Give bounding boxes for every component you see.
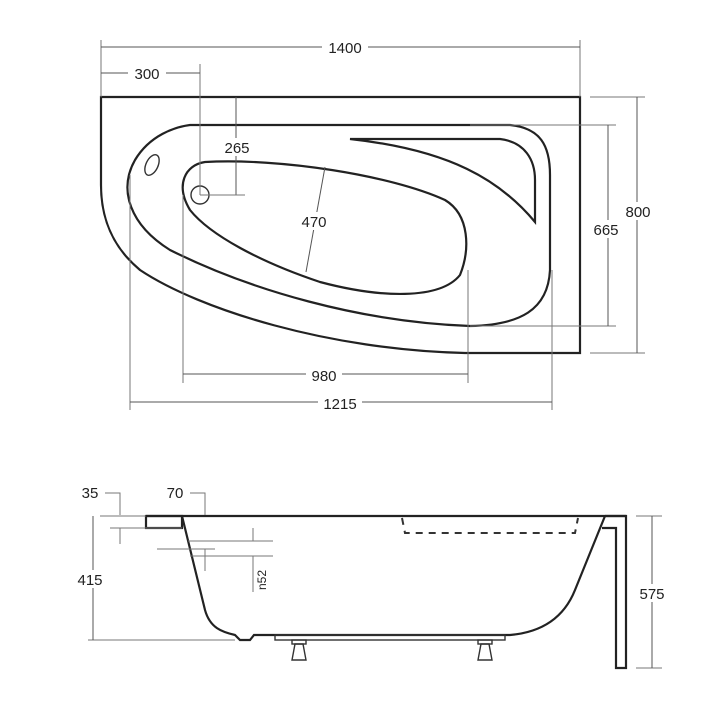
side-headrest-hidden [401, 517, 579, 534]
dim-overflow-hole: n52 [255, 570, 269, 590]
dim-rim-overhang: 70 [167, 485, 184, 502]
top-view: 1400 300 265 470 800 665 980 [99, 38, 656, 413]
side-tub-body [180, 515, 607, 642]
top-view-outer-outline [99, 95, 582, 355]
side-view: 35 70 n52 415 575 [72, 485, 672, 670]
dim-depth: 415 [77, 572, 102, 589]
top-view-backrest [349, 137, 537, 226]
dim-inner-width: 470 [301, 214, 326, 231]
dim-inner-length-rim: 1215 [323, 396, 356, 413]
dim-overall-width: 800 [625, 204, 650, 221]
side-rim-block [144, 514, 184, 530]
dim-rim-width: 665 [593, 222, 618, 239]
dim-overflow-offset: 300 [134, 66, 159, 83]
top-view-rim-outline [126, 123, 552, 328]
side-apron-panel [602, 514, 628, 670]
side-base-frame [274, 634, 506, 641]
foot-right-icon [477, 639, 493, 661]
dim-overall-length: 1400 [328, 40, 361, 57]
foot-left-icon [291, 639, 307, 661]
dim-drain-offset: 265 [224, 140, 249, 157]
overflow-icon [144, 154, 160, 176]
top-view-basin [181, 160, 468, 296]
dim-total-height: 575 [639, 586, 664, 603]
dim-rim-thickness: 35 [82, 485, 99, 502]
dim-inner-length-basin: 980 [311, 368, 336, 385]
